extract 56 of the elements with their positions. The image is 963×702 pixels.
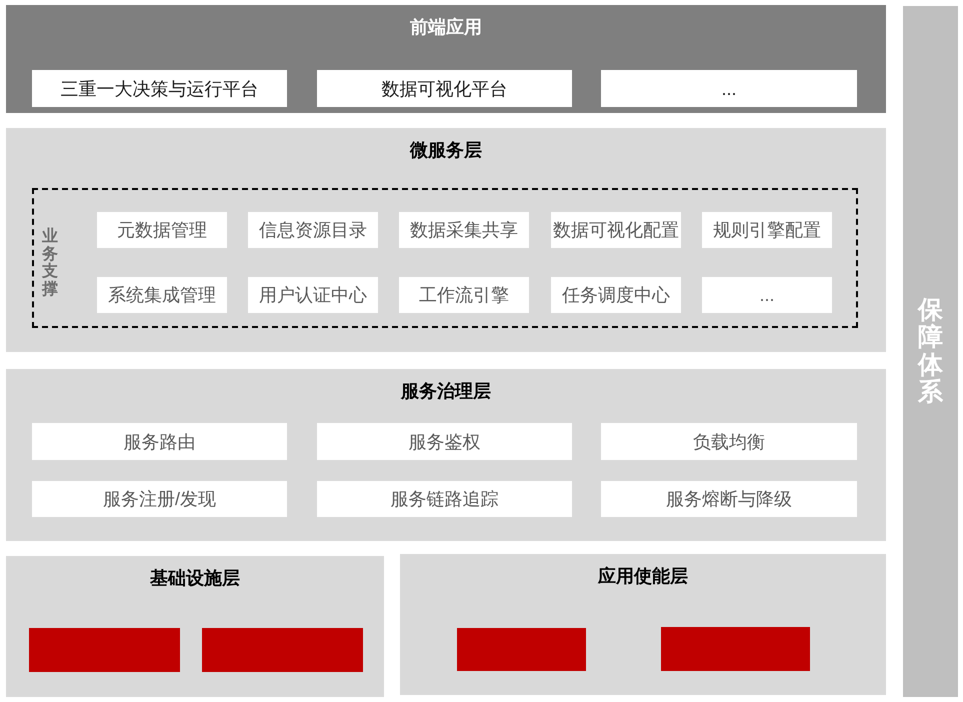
layer-title: 服务治理层 — [401, 380, 491, 403]
filled-block — [661, 627, 810, 671]
module-label: 元数据管理 — [117, 219, 207, 241]
layer-panel — [400, 554, 886, 695]
app-card — [317, 70, 572, 107]
layer-panel — [6, 556, 384, 697]
module-label: 系统集成管理 — [108, 284, 216, 306]
module-card — [551, 277, 681, 313]
dashed-group-frame — [32, 188, 858, 328]
app-label: 数据可视化平台 — [382, 78, 508, 100]
module-card — [32, 423, 287, 460]
module-label: 用户认证中心 — [259, 284, 367, 306]
module-card — [248, 212, 378, 248]
layer-panel — [6, 369, 886, 541]
module-card — [317, 423, 572, 460]
module-card — [97, 212, 227, 248]
layer-panel — [6, 5, 886, 113]
layer-title: 应用使能层 — [598, 565, 688, 588]
module-label: 规则引擎配置 — [713, 219, 821, 241]
filled-block — [457, 628, 586, 671]
app-label: ... — [721, 78, 736, 100]
module-card — [551, 212, 681, 248]
module-card — [32, 481, 287, 517]
filled-block — [202, 628, 363, 672]
module-label: 服务注册/发现 — [102, 488, 216, 510]
module-card — [97, 277, 227, 313]
filled-block — [29, 628, 180, 672]
module-card — [399, 277, 529, 313]
app-label: 三重一大决策与运行平台 — [60, 78, 258, 100]
module-label: 负载均衡 — [693, 430, 765, 452]
module-label: 数据采集共享 — [410, 219, 518, 241]
layer-title: 前端应用 — [410, 16, 482, 39]
module-card — [399, 212, 529, 248]
module-label: 服务熔断与降级 — [666, 488, 792, 510]
layer-title: 微服务层 — [410, 139, 482, 162]
module-card — [317, 481, 572, 517]
module-label: 工作流引擎 — [419, 284, 509, 306]
vertical-panel-label: 保障体系 — [918, 296, 943, 406]
side-panel — [903, 6, 958, 697]
module-label: 数据可视化配置 — [553, 219, 679, 241]
module-card — [601, 423, 857, 460]
module-card — [702, 212, 832, 248]
module-label: 服务鉴权 — [408, 430, 480, 452]
module-card — [702, 277, 832, 313]
app-card — [601, 70, 857, 107]
module-label: 服务路由 — [124, 430, 196, 452]
vertical-group-label: 业务支撑 — [42, 228, 58, 298]
module-card — [601, 481, 857, 517]
layer-panel — [6, 128, 886, 352]
module-card — [248, 277, 378, 313]
app-card — [32, 70, 287, 107]
module-label: 任务调度中心 — [562, 284, 670, 306]
module-label: ... — [759, 284, 774, 306]
module-label: 服务链路追踪 — [390, 488, 498, 510]
module-label: 信息资源目录 — [259, 219, 367, 241]
layer-title: 基础设施层 — [150, 567, 240, 590]
